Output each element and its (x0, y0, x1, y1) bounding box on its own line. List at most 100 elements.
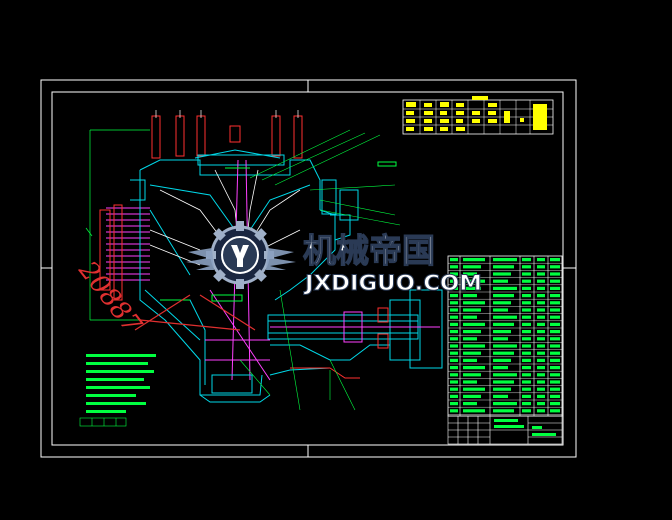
parts-list-cell-text (550, 301, 560, 305)
parts-list-cell-text (493, 344, 517, 348)
parts-list-cell-text (493, 366, 508, 370)
parts-list-cell-text (522, 358, 531, 362)
parts-list-cell-text (450, 366, 458, 370)
parts-list-cell-text (463, 286, 481, 290)
leader-lines (239, 129, 401, 411)
parts-list-cell-text (463, 387, 485, 391)
parts-list-cell-text (522, 272, 531, 276)
parts-list-cell-text (537, 344, 545, 348)
parts-list-cell-text (550, 258, 560, 262)
parts-list-cell-text (537, 294, 545, 298)
parts-list-cell-text (450, 358, 458, 362)
parts-list-cell-text (463, 322, 485, 326)
parts-list-cell-text (493, 286, 517, 290)
parts-list-cell-text (493, 358, 511, 362)
parts-list-cell-text (550, 373, 560, 377)
parts-list-cell-text (537, 330, 545, 334)
parts-list-cell-text (522, 294, 531, 298)
parts-list-cell-text (450, 387, 458, 391)
parts-list-cell-text (493, 279, 508, 283)
parts-list-cell-text (493, 387, 511, 391)
watermark-english-text: JXDIGUO.COM (303, 271, 482, 295)
green-details (160, 161, 397, 302)
parts-list-cell-text (493, 301, 511, 305)
parts-list-cell-text (537, 315, 545, 319)
parts-list-cell-text (463, 394, 481, 398)
parts-list-cell-text (522, 286, 531, 290)
parts-list-cell-text (522, 330, 531, 334)
gear-emblem-icon (206, 221, 274, 289)
parts-list-cell-text (522, 373, 531, 377)
wing-left-icon (186, 248, 214, 270)
base (199, 374, 271, 403)
parts-list-cell-text (493, 315, 517, 319)
parts-list-cell-text (463, 330, 481, 334)
parts-list-cell-text (537, 373, 545, 377)
parts-list-cell-text (450, 301, 458, 305)
parts-list-cell-text (463, 301, 485, 305)
parts-list-cell-text (550, 265, 560, 269)
parts-list-cell-text (550, 337, 560, 341)
parts-list-cell-text (493, 258, 517, 262)
parts-list-cell-text (550, 358, 560, 362)
parts-list-cell-text (522, 265, 531, 269)
parts-list-cell-text (550, 409, 560, 413)
parts-list-cell-text (450, 286, 458, 290)
parts-list-cell-text (463, 294, 477, 298)
notes-box (79, 417, 127, 427)
parts-list-cell-text (522, 409, 531, 413)
parts-list-cell-text (522, 315, 531, 319)
parts-list-cell-text (493, 337, 508, 341)
parts-list-cell-text (522, 380, 531, 384)
parts-list-cell-text (493, 409, 514, 413)
parts-list-cell-text (550, 366, 560, 370)
parts-list-cell-text (450, 258, 458, 262)
parts-list-cell-text (450, 409, 458, 413)
parts-list-cell-text (493, 373, 517, 377)
red-sketch-overlay (134, 294, 256, 331)
parts-list-cell-text (493, 380, 514, 384)
parts-list-cell-text (537, 358, 545, 362)
drive-shaft (267, 289, 443, 376)
parts-list-cell-text (550, 394, 560, 398)
parts-list-cell-text (550, 286, 560, 290)
parts-list-cell-text (463, 380, 477, 384)
parts-list-cell-text (550, 330, 560, 334)
parts-list-cell-text (450, 380, 458, 384)
parts-list-cell-text (522, 402, 531, 406)
parts-list-cell-text (450, 265, 458, 269)
parts-list-cell-text (450, 351, 458, 355)
parts-list (447, 255, 563, 417)
parts-list-cell-text (493, 351, 514, 355)
parts-list-cell-text (450, 394, 458, 398)
parts-list-cell-text (450, 322, 458, 326)
wing-right-icon (266, 248, 296, 270)
parts-list-cell-text (537, 322, 545, 326)
parts-list-cell-text (550, 380, 560, 384)
parts-list-cell-text (537, 308, 545, 312)
parts-list-cell-text (493, 265, 514, 269)
parts-list-cell-text (537, 366, 545, 370)
parts-list-cell-text (522, 394, 531, 398)
parts-list-cell-text (450, 330, 458, 334)
parts-list-cell-text (463, 402, 477, 406)
parts-list-cell-text (550, 402, 560, 406)
parts-list-cell-text (493, 294, 514, 298)
parts-list-cell-text (537, 265, 545, 269)
parts-list-cell-text (537, 394, 545, 398)
parts-list-cell-text (522, 344, 531, 348)
parts-list-cell-text (463, 315, 477, 319)
parts-list-cell-text (550, 387, 560, 391)
parts-list-cell-text (537, 380, 545, 384)
parts-list-cell-text (450, 402, 458, 406)
parts-list-cell-text (493, 308, 508, 312)
left-gear-stack (106, 207, 150, 281)
parts-list-cell-text (537, 279, 545, 283)
parts-list-cell-text (450, 337, 458, 341)
parts-list-cell-text (463, 409, 485, 413)
parts-list-cell-text (537, 387, 545, 391)
parts-list-cell-text (463, 272, 477, 276)
parts-list-cell-text (493, 272, 511, 276)
